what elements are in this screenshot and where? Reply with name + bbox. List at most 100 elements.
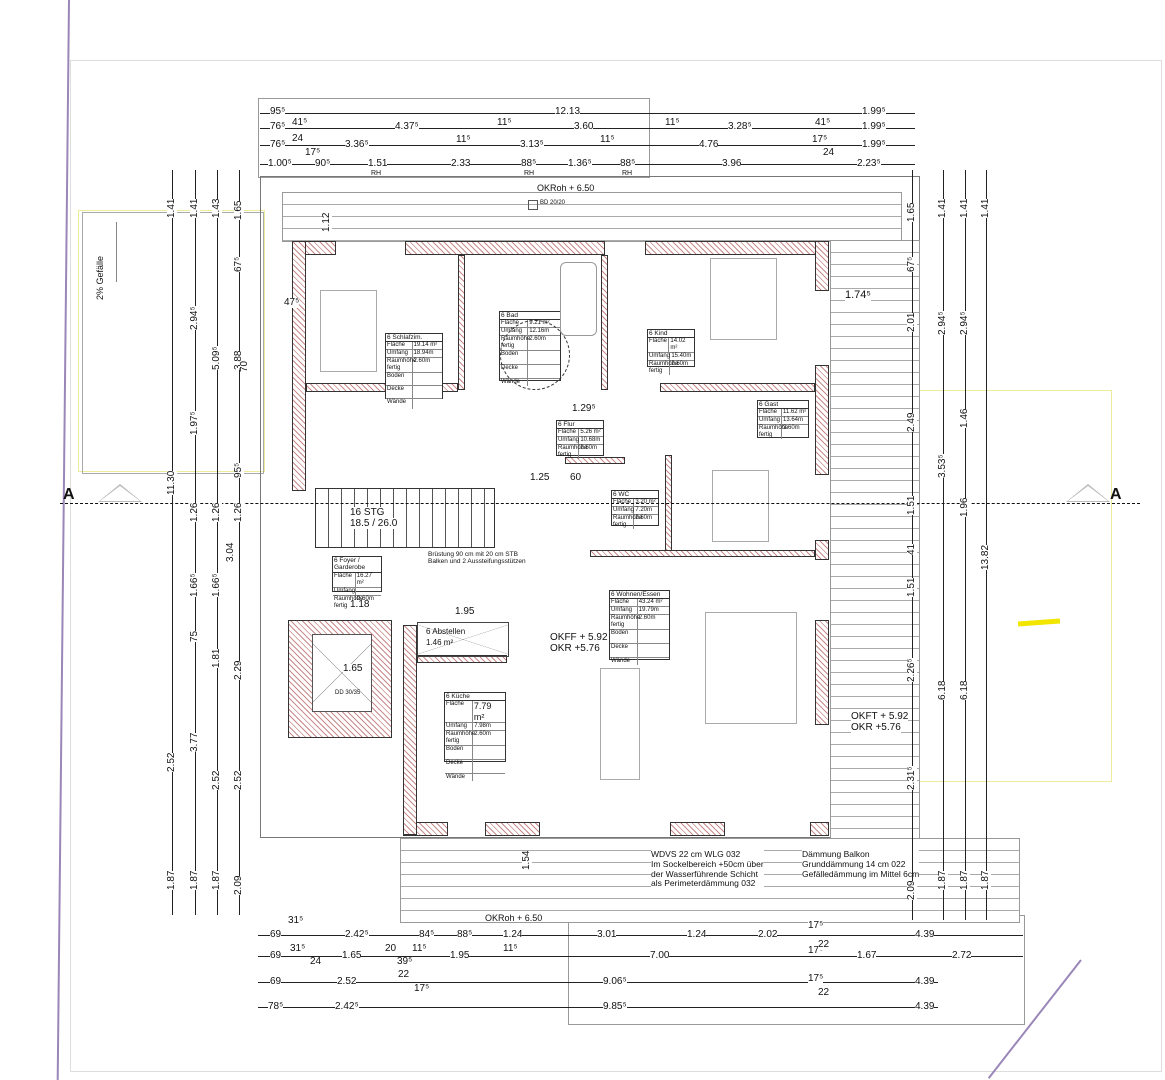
- shaft-label: DD 30/35: [335, 690, 361, 696]
- dim-left-c2: 1.87: [189, 870, 200, 890]
- dim-left-c3: 1.66⁵: [211, 573, 222, 597]
- dim-line-right-2: [943, 170, 944, 920]
- dim-top-r2: 76⁵: [270, 121, 286, 132]
- wall-north-3: [645, 241, 829, 255]
- dim-bottom-r2: 11⁵: [412, 943, 427, 954]
- wall-flur: [565, 457, 625, 464]
- dim-top-r4: 1.36⁵: [568, 158, 592, 169]
- dim-right-c1: 1.51: [906, 577, 917, 597]
- dim-top-r4: 3.96: [722, 158, 742, 169]
- slope-arrow-icon: [116, 222, 117, 282]
- dim-top-r3: 4.76: [699, 139, 719, 150]
- abstellen-area: 1.46 m²: [426, 638, 454, 647]
- dim-right-c2: 1.87: [937, 870, 948, 890]
- rh-label: RH: [524, 170, 535, 177]
- bed-master: [320, 290, 377, 372]
- dim-bottom-r3: 9.06⁵: [603, 976, 627, 987]
- dim-top-r2: 3.60: [574, 121, 594, 132]
- dim-right-c3: 2.94⁵: [959, 311, 970, 335]
- dim-left-c3: 1.43: [211, 198, 222, 218]
- dim-right-c2: 3.53⁵: [937, 454, 948, 478]
- dim-top-r3: 3.36⁵: [345, 139, 369, 150]
- dim-top-r4: 1.51: [368, 158, 388, 169]
- dim-top-r3: 11⁵: [600, 134, 615, 145]
- dim-top-r2: 41⁵: [292, 117, 308, 128]
- dim-frame-top: [258, 98, 650, 178]
- dim-line-left-2: [195, 170, 196, 915]
- dim-bottom-r1: 2.42⁵: [345, 929, 369, 940]
- okr-balcony-level: OKR +5.76: [851, 722, 901, 733]
- dim-bottom-r2: 1.67: [857, 950, 877, 961]
- wall-kitchen-west: [403, 625, 417, 835]
- dim-top-r1: 12.13: [555, 106, 581, 117]
- dim-top-r1: 1.99⁵: [862, 106, 886, 117]
- dim-bottom-r3: 22: [398, 969, 410, 980]
- dim-bottom-r1: 1.24: [503, 929, 523, 940]
- dim-right-c1: 2.26⁵: [906, 658, 917, 682]
- abstellen-name: 6 Abstellen: [426, 627, 466, 636]
- dim-top-r2: 11⁵: [665, 117, 680, 128]
- inner-dim: 47⁵: [284, 297, 300, 308]
- bed-kid: [710, 258, 777, 340]
- dim-line-right-3: [965, 170, 966, 920]
- dim-bottom-r3: 17⁵: [414, 983, 430, 994]
- level-bottom: OKRoh + 6.50: [485, 913, 543, 923]
- yellow-guide-right: [900, 390, 1112, 782]
- dim-bottom-r4: 78⁵: [268, 1001, 284, 1012]
- inner-dim: 1.95: [455, 606, 475, 617]
- inner-dim: 1.18: [350, 599, 370, 610]
- dim-bottom-r3: 69: [270, 976, 282, 987]
- dim-right-c2: 1.41: [937, 198, 948, 218]
- dim-left-c3: 2.52: [211, 770, 222, 790]
- wall-kid-south: [660, 383, 815, 392]
- dim-line-bottom-2: [258, 956, 1023, 957]
- wall-bath-east: [601, 255, 608, 390]
- dim-right-c3: 1.96: [959, 497, 970, 517]
- paper-border: [70, 60, 1162, 1072]
- section-marker-right: A: [1110, 486, 1122, 503]
- section-marker-left: A: [63, 486, 75, 503]
- dim-line-top-3: [260, 145, 915, 146]
- dim-bottom-r1: 88⁵: [457, 929, 473, 940]
- bd-label: BD 20/20: [540, 200, 566, 206]
- dim-bottom-r3: 17⁵: [808, 973, 824, 984]
- stair-ratio: 18.5 / 26.0: [350, 518, 398, 529]
- dim-right-c1: 41: [906, 543, 917, 555]
- wall-bedroom-south: [306, 383, 458, 392]
- dim-top-r4: 2.33: [451, 158, 471, 169]
- wall-east-1: [815, 241, 829, 291]
- bathtub: [560, 262, 597, 336]
- dim-bottom-r2: 17⁵: [808, 945, 824, 956]
- dim-right-c1: 2.01: [906, 312, 917, 332]
- section-arrow-right-icon: [1066, 484, 1110, 502]
- dim-bottom-r2: 11⁵: [503, 943, 518, 954]
- dim-left-c3: 1.81: [211, 648, 222, 668]
- bath-turning-circle: [500, 320, 570, 390]
- dim-bottom-r1: 2.02: [758, 929, 778, 940]
- bed-guest: [712, 470, 769, 542]
- dim-line-left-3: [217, 170, 218, 915]
- dim-top-r4: 88⁵: [521, 158, 537, 169]
- shaft-inner: [312, 634, 372, 712]
- dim-line-left-4: [239, 170, 240, 915]
- inner-dim: 1.29⁵: [572, 403, 596, 414]
- wall-east-3: [815, 540, 829, 560]
- level-top: OKRoh + 6.50: [537, 183, 595, 193]
- dim-line-bottom-1: [258, 935, 1023, 936]
- dim-left-c2: 1.97⁵: [189, 411, 200, 435]
- dim-top-r3: 17⁵: [305, 147, 321, 158]
- bd-marker: [528, 200, 538, 210]
- dim-left-c2: 3.77: [189, 732, 200, 752]
- dim-right-c4: 1.87: [980, 870, 991, 890]
- dim-top-r4: 88⁵: [620, 158, 636, 169]
- dim-left-c4: 95⁵: [233, 462, 244, 478]
- dim-bottom-r2: 1.65: [342, 950, 362, 961]
- dim-right-c4: 1.41: [980, 198, 991, 218]
